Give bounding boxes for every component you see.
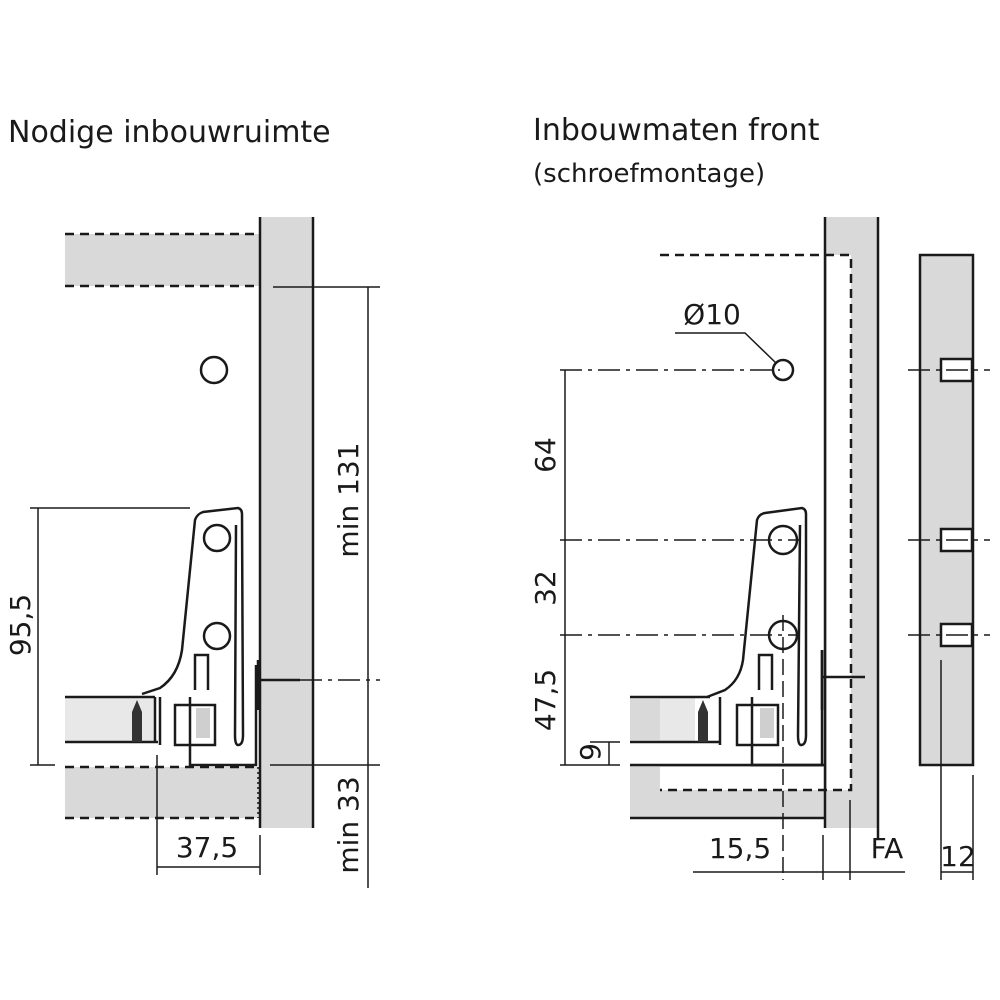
right-diagram: Inbouwmaten front (schroefmontage) Ø10	[529, 113, 990, 880]
cabinet-panel	[260, 217, 313, 828]
hole-icon	[771, 358, 795, 382]
dim-fa: FA	[871, 832, 904, 865]
dim-37-5: 37,5	[176, 831, 238, 864]
dim-min-131: min 131	[332, 442, 365, 557]
dim-15-5: 15,5	[709, 832, 771, 865]
left-title: Nodige inbouwruimte	[8, 115, 331, 150]
left-diagram: Nodige inbouwruimte 95,5	[4, 115, 380, 888]
dim-64: 64	[529, 437, 562, 473]
screw-icon	[132, 700, 142, 742]
top-shelf	[65, 234, 260, 286]
screw-icon	[820, 650, 865, 710]
dim-95-5: 95,5	[4, 594, 37, 656]
dim-hole-diameter: Ø10	[683, 298, 741, 331]
screw-icon	[698, 700, 708, 742]
dim-47-5: 47,5	[529, 669, 562, 731]
front-side-view	[918, 253, 975, 767]
dim-12: 12	[940, 840, 976, 873]
screw-icon	[256, 660, 300, 710]
hole-icon	[199, 355, 229, 385]
dim-min-33: min 33	[332, 776, 365, 873]
dim-9: 9	[574, 743, 607, 761]
bracket	[706, 506, 824, 767]
right-subtitle: (schroefmontage)	[533, 159, 765, 189]
right-title: Inbouwmaten front	[533, 113, 820, 148]
bottom-shelf	[65, 767, 260, 818]
bracket	[141, 506, 258, 767]
dim-32: 32	[529, 570, 562, 606]
